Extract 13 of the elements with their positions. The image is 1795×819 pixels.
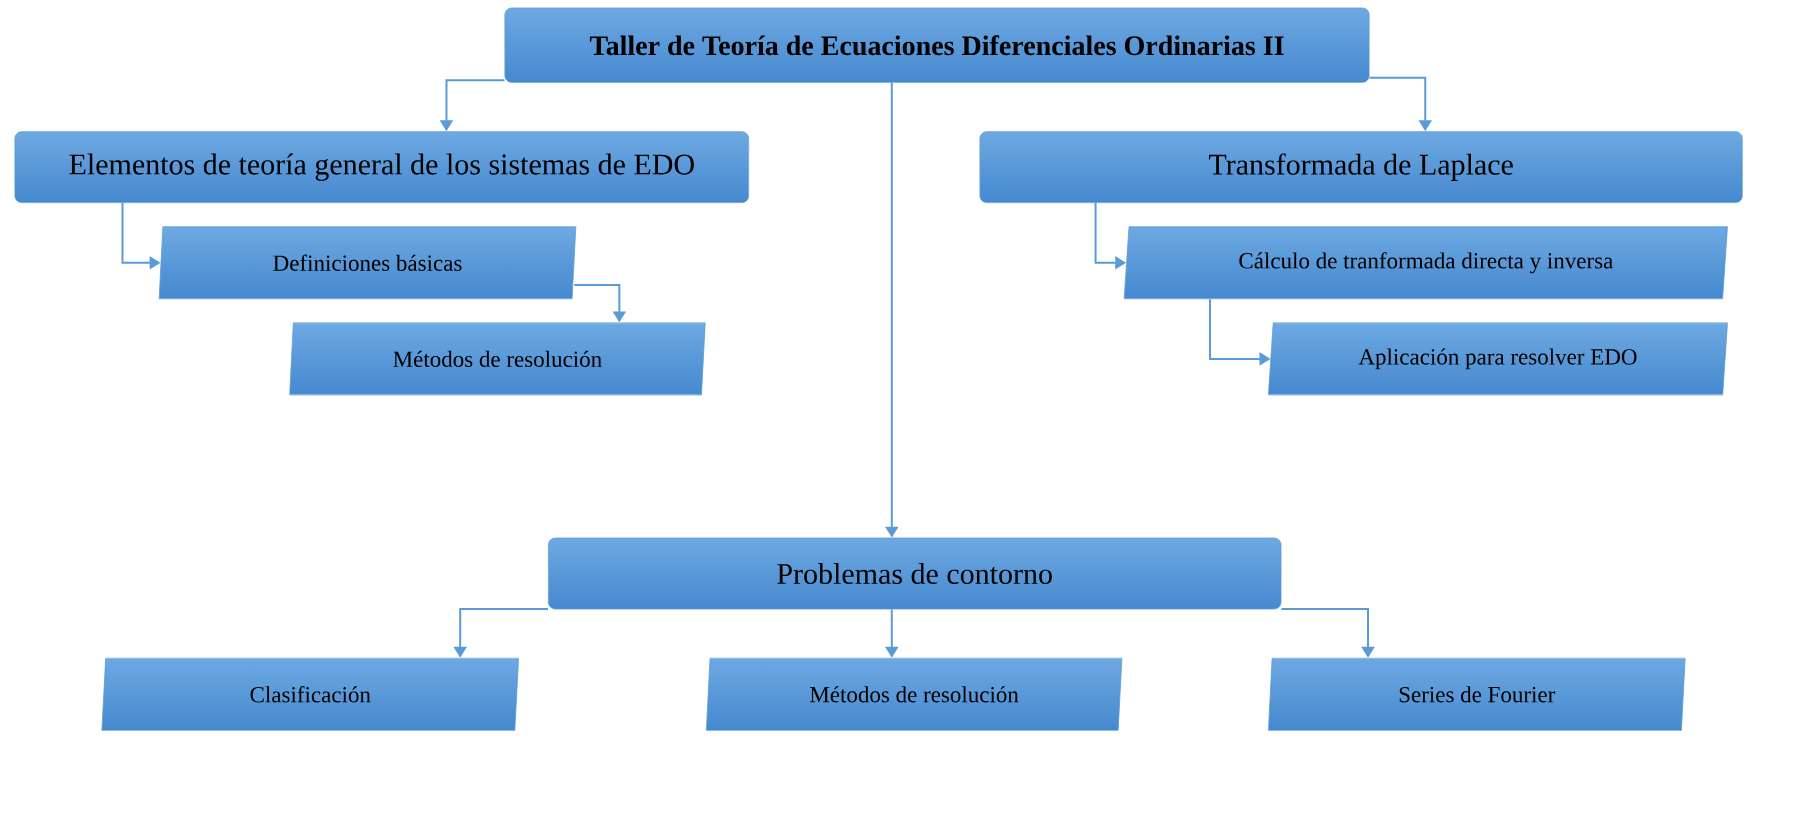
rounded-box: Problemas de contorno [547, 537, 1282, 610]
rounded-box: Transformada de Laplace [979, 131, 1743, 204]
parallelogram-box: Métodos de resolución [705, 658, 1123, 731]
parallelogram-box: Definiciones básicas [158, 226, 577, 300]
parallelogram-box: Aplicación para resolver EDO [1268, 322, 1728, 396]
parallelogram-box: Clasificación [101, 658, 519, 731]
parallelogram-box: Métodos de resolución [289, 322, 706, 396]
parallelogram-box: Cálculo de tranformada directa y inversa [1123, 226, 1728, 300]
parallelogram-box: Series de Fourier [1268, 658, 1686, 731]
arrow [885, 608, 899, 658]
rounded-box: Taller de Teoría de Ecuaciones Diferenciales Ordinarias II [504, 7, 1370, 84]
rounded-box: Elementos de teoría general de los sistemas de EDO [14, 131, 750, 204]
arrow [1280, 608, 1375, 658]
